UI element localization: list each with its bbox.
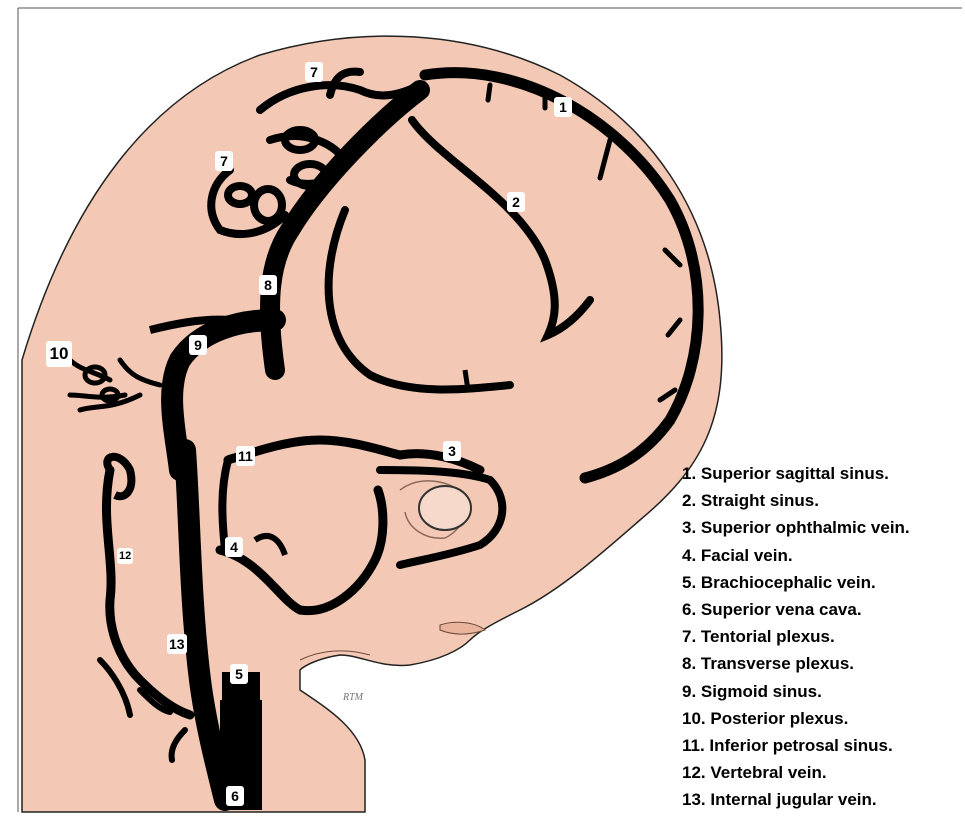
eye-outline — [419, 486, 471, 530]
legend: 1. Superior sagittal sinus. 2. Straight … — [682, 460, 910, 814]
label-1-superior-sagittal-sinus: 1 — [554, 97, 572, 117]
artist-signature: RTM — [342, 692, 364, 703]
legend-item: 10. Posterior plexus. — [682, 705, 910, 732]
legend-item: 6. Superior vena cava. — [682, 596, 910, 623]
label-10-posterior-plexus: 10 — [46, 341, 72, 367]
label-6-superior-vena-cava: 6 — [226, 786, 244, 806]
legend-item: 13. Internal jugular vein. — [682, 786, 910, 813]
label-3-superior-ophthalmic-vein: 3 — [443, 441, 461, 461]
label-7-tentorial-plexus-top: 7 — [305, 62, 323, 82]
legend-item: 11. Inferior petrosal sinus. — [682, 732, 910, 759]
legend-item: 7. Tentorial plexus. — [682, 623, 910, 650]
label-11-inferior-petrosal-sinus: 11 — [236, 446, 255, 466]
label-5-brachiocephalic-vein: 5 — [230, 664, 248, 684]
legend-item: 3. Superior ophthalmic vein. — [682, 514, 910, 541]
label-8-transverse-plexus: 8 — [259, 275, 277, 295]
label-12-vertebral-vein: 12 — [117, 548, 133, 564]
legend-item: 5. Brachiocephalic vein. — [682, 569, 910, 596]
legend-item: 12. Vertebral vein. — [682, 759, 910, 786]
label-7-tentorial-plexus-left: 7 — [215, 151, 233, 171]
legend-item: 4. Facial vein. — [682, 542, 910, 569]
legend-item: 1. Superior sagittal sinus. — [682, 460, 910, 487]
straight-sinus-branch — [465, 370, 468, 390]
legend-item: 9. Sigmoid sinus. — [682, 678, 910, 705]
label-2-straight-sinus: 2 — [507, 192, 525, 212]
label-9-sigmoid-sinus: 9 — [189, 335, 207, 355]
legend-item: 2. Straight sinus. — [682, 487, 910, 514]
label-4-facial-vein: 4 — [225, 537, 243, 557]
label-13-internal-jugular-vein: 13 — [167, 634, 187, 654]
legend-item: 8. Transverse plexus. — [682, 650, 910, 677]
